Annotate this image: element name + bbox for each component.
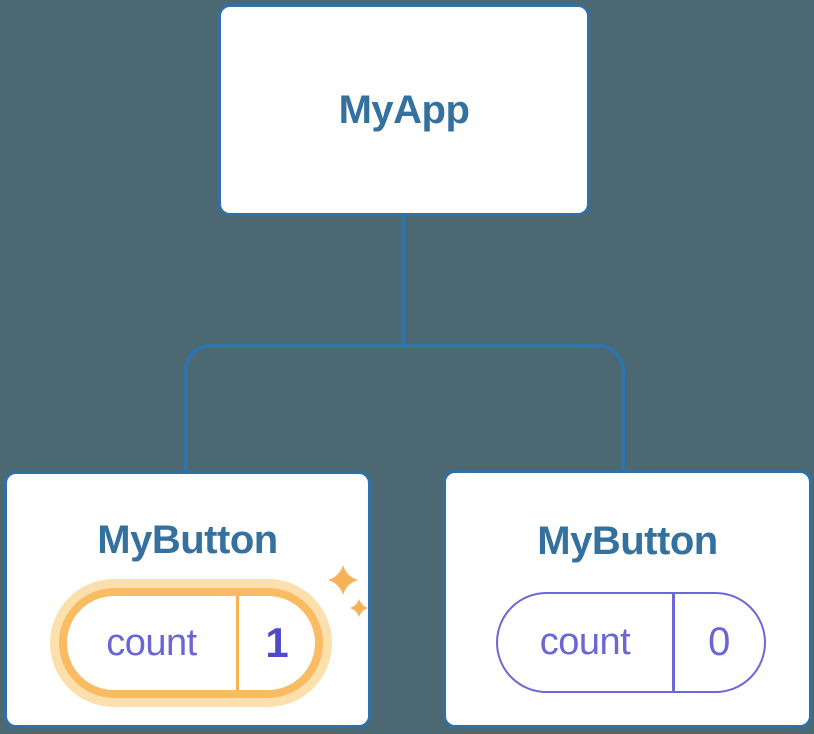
state-pill-divider [236, 596, 239, 690]
state-label-cell: count [498, 594, 672, 691]
state-badge-highlighted: count 1 [59, 588, 323, 698]
tree-connector-stem [401, 214, 405, 344]
component-node-myapp: MyApp [218, 4, 590, 216]
component-node-mybutton-1: MyButton count 1 [4, 471, 371, 728]
state-value-cell: 0 [675, 594, 765, 691]
state-label: count [539, 621, 631, 663]
state-value-cell: 1 [239, 596, 315, 690]
state-pill-divider [672, 594, 675, 691]
state-value: 0 [708, 620, 731, 664]
component-title: MyApp [338, 87, 470, 132]
state-badge: count 0 [496, 592, 766, 693]
component-node-mybutton-2: MyButton count 0 [443, 470, 812, 728]
tree-connector-branch [184, 344, 625, 471]
component-title: MyButton [97, 518, 278, 562]
sparkle-icon [328, 565, 368, 617]
state-label: count [106, 621, 197, 664]
state-value: 1 [265, 619, 289, 666]
component-title: MyButton [537, 519, 718, 563]
state-label-cell: count [67, 596, 236, 690]
